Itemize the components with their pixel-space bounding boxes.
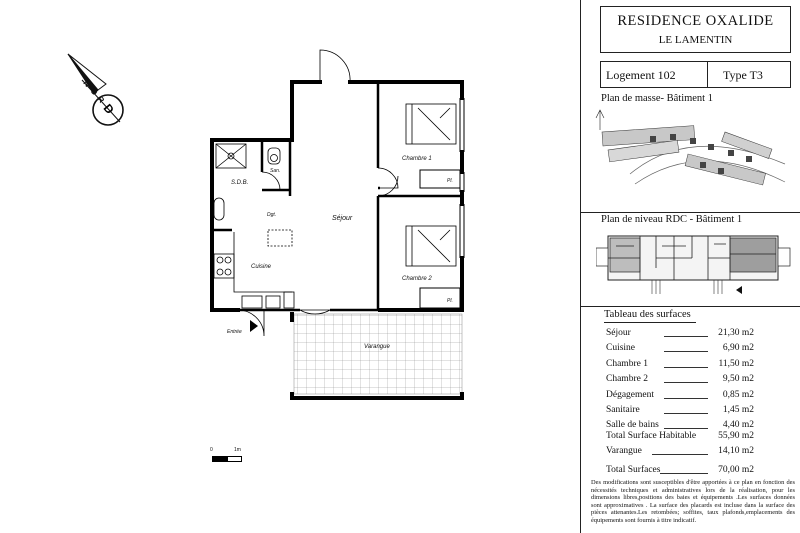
room-label-varangue: Varangue	[364, 344, 390, 350]
plan-de-niveau-title: Plan de niveau RDC - Bâtiment 1	[601, 214, 743, 225]
logement-divider	[707, 62, 708, 87]
logement-number: Logement 102	[606, 68, 676, 82]
surface-row: Séjour 21,30 m2	[606, 328, 754, 340]
scale-zero: 0	[210, 447, 213, 453]
surface-row-label: Chambre 2	[606, 374, 648, 385]
plan-de-niveau-drawing	[596, 235, 791, 294]
surface-row: Chambre 1 11,50 m2	[606, 359, 754, 371]
surface-row-label: Cuisine	[606, 343, 636, 354]
surface-total-row: Total Surfaces 70,00 m2	[606, 465, 754, 477]
surface-row-label: Dégagement	[606, 389, 655, 400]
surface-varangue-value: 14,10 m2	[718, 446, 754, 456]
room-label-chambre2: Chambre 2	[402, 276, 432, 282]
surface-row-value: 21,30 m2	[718, 328, 754, 338]
surface-row-value: 6,90 m2	[722, 343, 754, 354]
room-label-sejour: Séjour	[332, 215, 353, 222]
surface-row-leader	[664, 382, 708, 384]
surface-habitable-row: Total Surface Habitable 55,90 m2	[606, 431, 754, 443]
surface-row-label: Séjour	[606, 328, 631, 338]
room-label-dgt: Dgt.	[267, 212, 276, 218]
logement-box: Logement 102 Type T3	[600, 61, 791, 88]
surface-varangue-leader	[652, 454, 708, 455]
residence-name: RESIDENCE OXALIDE	[617, 13, 774, 29]
residence-title-box: RESIDENCE OXALIDE LE LAMENTIN	[600, 6, 791, 53]
surface-row-leader	[664, 428, 708, 430]
room-label-pl2: Pl.	[447, 298, 453, 304]
room-label-cuisine: Cuisine	[251, 264, 272, 270]
divider-2	[581, 306, 800, 307]
scale-bar-filled	[213, 457, 228, 461]
room-label-entree: Entrée	[227, 329, 242, 335]
surface-row: Sanitaire 1,45 m2	[606, 405, 754, 417]
surface-row-label: Sanitaire	[606, 405, 640, 415]
scale-max: 1m	[234, 447, 241, 453]
surface-row-leader	[664, 336, 708, 337]
compass-label-o: O	[88, 87, 99, 98]
surface-row-value: 11,50 m2	[718, 358, 754, 369]
surface-row-label: Chambre 1	[606, 358, 648, 369]
floor-plan: Chambre 1 Pl. Séjour Chambre 2 Pl. S.D.B…	[210, 49, 465, 400]
scale-bar	[212, 456, 242, 462]
surface-varangue-label: Varangue	[606, 446, 642, 456]
surface-row: Dégagement 0,85 m2	[606, 390, 754, 402]
surface-habitable-label: Total Surface Habitable	[606, 431, 697, 441]
info-panel-divider	[580, 0, 581, 533]
surfaces-title: Tableau des surfaces	[604, 309, 691, 320]
surface-row-value: 9,50 m2	[722, 374, 754, 385]
surface-varangue-row: Varangue 14,10 m2	[606, 446, 754, 458]
divider-1	[581, 212, 800, 213]
disclaimer-text: Des modifications sont susceptibles d'êt…	[591, 479, 795, 524]
residence-city: LE LAMENTIN	[658, 34, 733, 46]
surface-row-leader	[664, 351, 708, 353]
room-label-sdb: S.D.B.	[231, 180, 248, 186]
compass-label-r: R	[95, 95, 106, 105]
surface-total-label: Total Surfaces	[606, 465, 661, 475]
room-label-chambre1: Chambre 1	[402, 156, 432, 162]
surface-row-value: 1,45 m2	[722, 405, 754, 415]
surface-row-leader	[664, 413, 708, 414]
surface-row: Salle de bains 4,40 m2	[606, 420, 754, 432]
room-label-pl1: Pl.	[447, 178, 453, 184]
surface-row-value: 4,40 m2	[722, 420, 754, 431]
logement-type: Type T3	[723, 68, 763, 82]
surfaces-title-underline	[604, 322, 696, 323]
varangue-floor	[293, 313, 463, 395]
entry-arrow	[250, 320, 258, 332]
surface-total-value: 70,00 m2	[718, 465, 754, 475]
surface-row-value: 0,85 m2	[722, 389, 754, 400]
room-label-san: San.	[270, 168, 280, 174]
plan-de-masse-drawing	[595, 109, 786, 186]
surface-row-leader	[664, 397, 708, 399]
surface-row: Chambre 2 9,50 m2	[606, 374, 754, 386]
surface-total-leader	[660, 473, 708, 474]
plan-de-masse-title: Plan de masse- Bâtiment 1	[601, 93, 713, 104]
surface-row-leader	[664, 366, 708, 368]
north-arrow: N O R D	[67, 53, 124, 126]
surface-habitable-value: 55,90 m2	[718, 431, 754, 441]
compass-label-n: N	[81, 79, 92, 89]
surface-row: Cuisine 6,90 m2	[606, 343, 754, 355]
surface-row-label: Salle de bains	[606, 420, 659, 431]
